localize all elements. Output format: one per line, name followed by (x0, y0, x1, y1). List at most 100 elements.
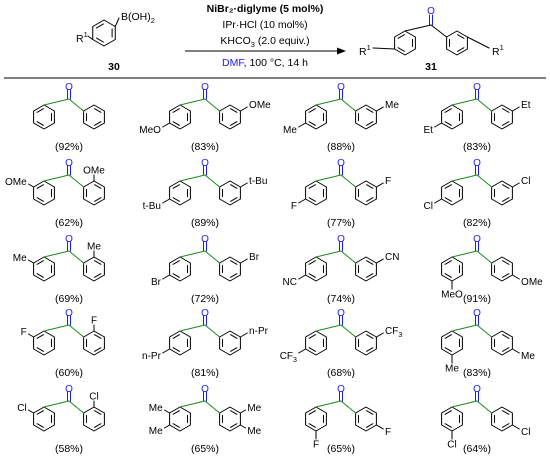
ring-double-bond (172, 410, 180, 415)
substituent-left: Me (283, 125, 297, 136)
ring-double-bond (96, 23, 104, 29)
substituent-left: MeO (441, 290, 463, 301)
carbonyl-oxygen: O (201, 158, 209, 169)
carbonyl-oxygen: O (65, 82, 73, 93)
substituent-left: Me (149, 403, 163, 414)
aryl-bond-right (476, 250, 493, 264)
carbonyl-oxygen: O (201, 234, 209, 245)
substituent-right: OMe (83, 166, 105, 177)
substituent-bond (162, 348, 171, 354)
ring-double-bond (94, 347, 102, 352)
ring-double-bond (172, 108, 180, 113)
substituent-bond (298, 274, 307, 280)
left-ring (441, 104, 463, 130)
substituent-right: Cl (521, 427, 530, 438)
substituent-bond (298, 198, 307, 204)
yield-label: (65%) (191, 443, 219, 455)
aryl-bond-left (315, 324, 342, 332)
substituent-main: MeO (441, 290, 463, 301)
left-ring (33, 180, 55, 206)
ring-double-bond (36, 197, 44, 202)
substituent-main: OMe (521, 277, 543, 288)
right-ring (219, 104, 241, 130)
left-ring (169, 330, 191, 356)
substituent-bond (375, 332, 384, 338)
right-ring (355, 406, 377, 432)
ring-double-bond (308, 108, 316, 113)
aryl-bond-right (476, 98, 493, 112)
product-right-ring (446, 30, 468, 56)
ring-double-bond (444, 410, 452, 415)
left-ring (169, 180, 191, 206)
aryl-bond-right (340, 324, 357, 338)
ring-double-bond (444, 121, 452, 126)
ring-double-bond (502, 334, 510, 339)
yield-label: (88%) (327, 141, 355, 153)
substituent-left: Cl (447, 440, 456, 451)
substituent-right: OMe (249, 100, 271, 111)
reaction-header: B(OH)2 R1 30 NiBr₂·diglyme (5 mol%) IPr·… (76, 3, 504, 73)
left-ring (441, 330, 463, 356)
r-group-bond (87, 35, 94, 40)
substituent-left: F (291, 201, 297, 212)
aryl-bond-right (68, 250, 85, 264)
ring-double-bond (308, 334, 316, 339)
substituent-bond (27, 183, 35, 188)
aryl-bond-left (451, 250, 478, 258)
substituent-main: OMe (249, 100, 271, 111)
carbonyl-oxygen: O (337, 234, 345, 245)
product-r-left-sup: 1 (367, 43, 371, 52)
yield-label: (62%) (55, 217, 83, 229)
aryl-bond-left (43, 400, 70, 408)
left-ring (305, 104, 327, 130)
substituent-main: Cl (521, 176, 530, 187)
substituent-right: Me (385, 100, 399, 111)
ring-double-bond (94, 184, 102, 189)
right-ring (83, 256, 105, 282)
product-carbonyl-oxygen: O (427, 6, 435, 17)
substituent-right: F (385, 176, 391, 187)
product-r-left-main: R (359, 46, 367, 58)
ring-double-bond (230, 334, 238, 339)
right-ring (491, 104, 513, 130)
substituent-left: Cl (423, 201, 432, 212)
aryl-bond-right (68, 174, 85, 188)
substituent-right: CF3 (385, 326, 402, 339)
substituent-main: Me (247, 426, 261, 437)
yield-label: (69%) (55, 293, 83, 305)
ring-double-bond (36, 273, 44, 278)
ring-double-bond (502, 108, 510, 113)
ring-outline (219, 256, 241, 282)
substituent-main: F (287, 351, 293, 362)
reactant-r-group: R1 (76, 30, 88, 45)
ring-outline (491, 104, 513, 130)
product-p6: Ot-But-Bu(89%) (143, 158, 268, 229)
product-r-left: R1 (359, 43, 371, 58)
aryl-bond-right (68, 98, 85, 112)
aryl-bond-right (204, 400, 221, 414)
substituent-bond (511, 182, 520, 188)
left-ring (169, 104, 191, 130)
ring-double-bond (308, 347, 316, 352)
aryl-bond-right (68, 400, 85, 414)
right-ring (355, 180, 377, 206)
yield-label: (83%) (463, 141, 491, 153)
substituent-bond (298, 122, 307, 128)
substituent-left: n-Pr (142, 351, 162, 362)
ring-double-bond (36, 347, 44, 352)
ring-double-bond (36, 184, 44, 189)
substituent-main: Me (149, 403, 163, 414)
ring-double-bond (502, 121, 510, 126)
yield-label: (92%) (55, 141, 83, 153)
yield-label: (83%) (191, 141, 219, 153)
aryl-bond-right (476, 324, 493, 338)
right-ring (219, 180, 241, 206)
substituent-left: Br (151, 277, 162, 288)
substituent-bond (239, 332, 248, 338)
substituent-bond (434, 122, 443, 128)
ring-double-bond (502, 410, 510, 415)
